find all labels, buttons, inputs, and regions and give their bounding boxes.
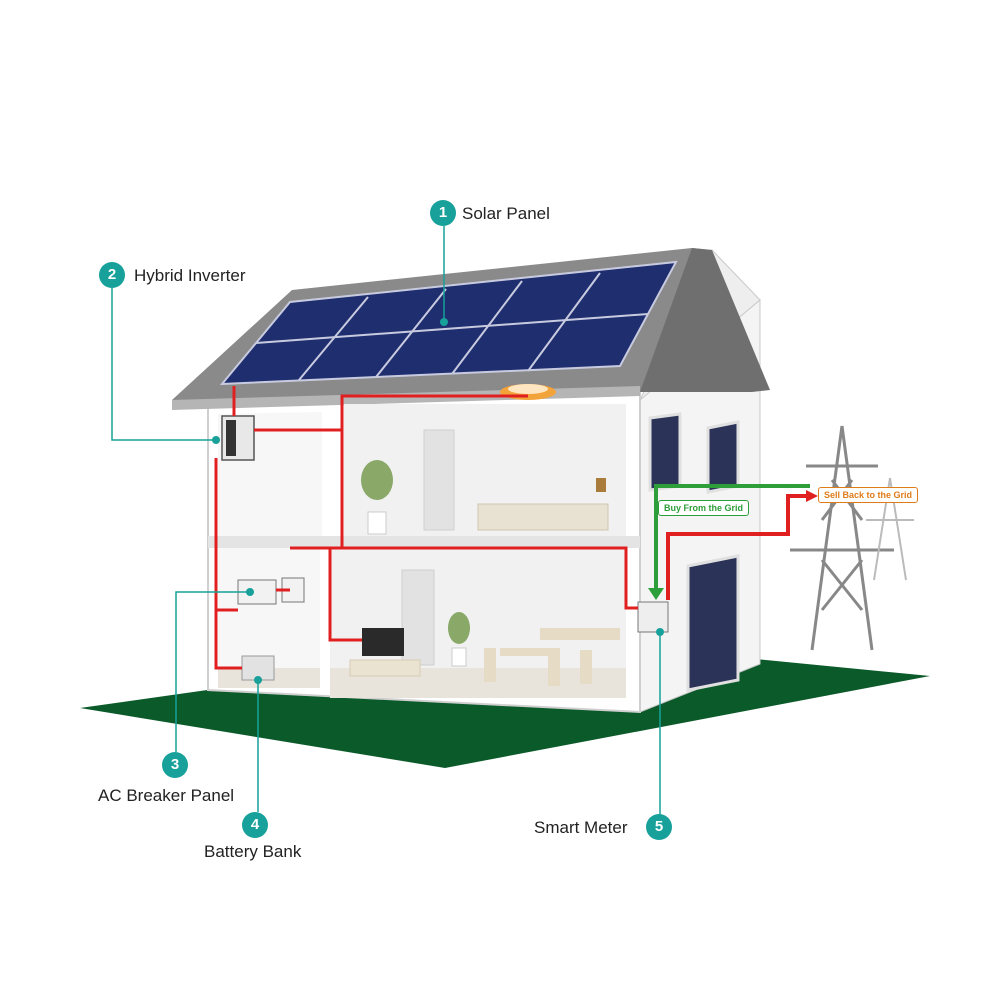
dining-chair — [548, 652, 560, 686]
plant-lower — [448, 612, 470, 667]
power-wiring — [214, 386, 638, 670]
dining-table — [500, 648, 560, 656]
dining-chair — [484, 648, 496, 682]
side-door — [686, 554, 740, 692]
tv-stand — [349, 659, 421, 677]
sell-back-to-grid-tag: Sell Back to the Grid — [818, 487, 919, 503]
buy-arrow — [654, 484, 810, 592]
roof-edge — [640, 248, 770, 392]
badge-battery-bank: 4 — [242, 812, 268, 838]
television — [362, 628, 404, 656]
badge-smart-meter: 5 — [646, 814, 672, 840]
lower-interior-door — [401, 569, 435, 666]
floor-slab — [208, 536, 640, 548]
upper-interior-door — [423, 429, 455, 531]
solar-panel-array — [219, 260, 678, 386]
label-smart-meter: Smart Meter — [534, 818, 628, 837]
badge-hybrid-inverter: 2 — [99, 262, 125, 288]
sell-arrow — [666, 494, 808, 600]
side-window-right — [706, 420, 740, 494]
label-battery-bank: Battery Bank — [204, 842, 302, 861]
nightstand-lamp — [596, 478, 606, 492]
side-window-left — [648, 412, 682, 492]
bed — [477, 503, 609, 531]
plant-upper — [361, 460, 393, 535]
dining-chair — [580, 650, 592, 684]
kitchen-counter — [540, 628, 620, 640]
leader-lines — [111, 226, 661, 816]
smart-meter-unit — [637, 601, 669, 633]
label-solar-panel: Solar Panel — [462, 204, 550, 223]
badge-ac-breaker-panel: 3 — [162, 752, 188, 778]
label-hybrid-inverter: Hybrid Inverter — [134, 266, 246, 285]
transmission-tower — [790, 425, 894, 651]
label-ac-breaker-panel: AC Breaker Panel — [98, 786, 235, 805]
badge-solar-panel: 1 — [430, 200, 456, 226]
buy-from-grid-tag: Buy From the Grid — [658, 500, 750, 516]
